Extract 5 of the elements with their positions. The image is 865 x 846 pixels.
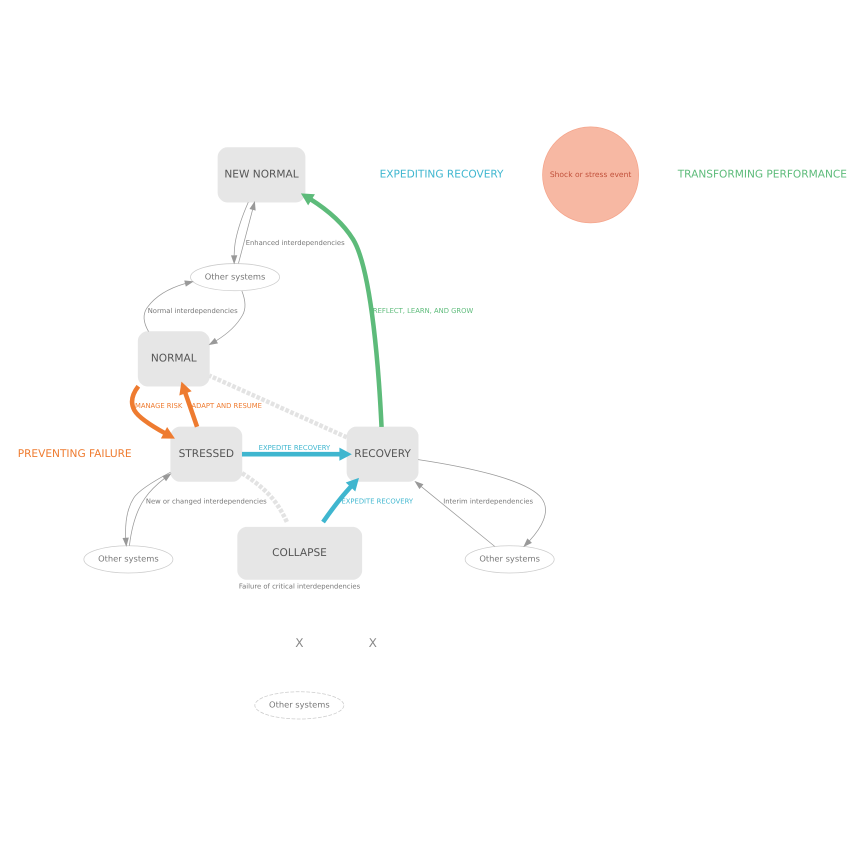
label: TRANSFORMING PERFORMANCE (678, 168, 847, 181)
label: X (295, 636, 304, 650)
label: X (368, 636, 377, 650)
label: EXPEDITING RECOVERY (380, 168, 504, 181)
label: PREVENTING FAILURE (18, 448, 132, 460)
